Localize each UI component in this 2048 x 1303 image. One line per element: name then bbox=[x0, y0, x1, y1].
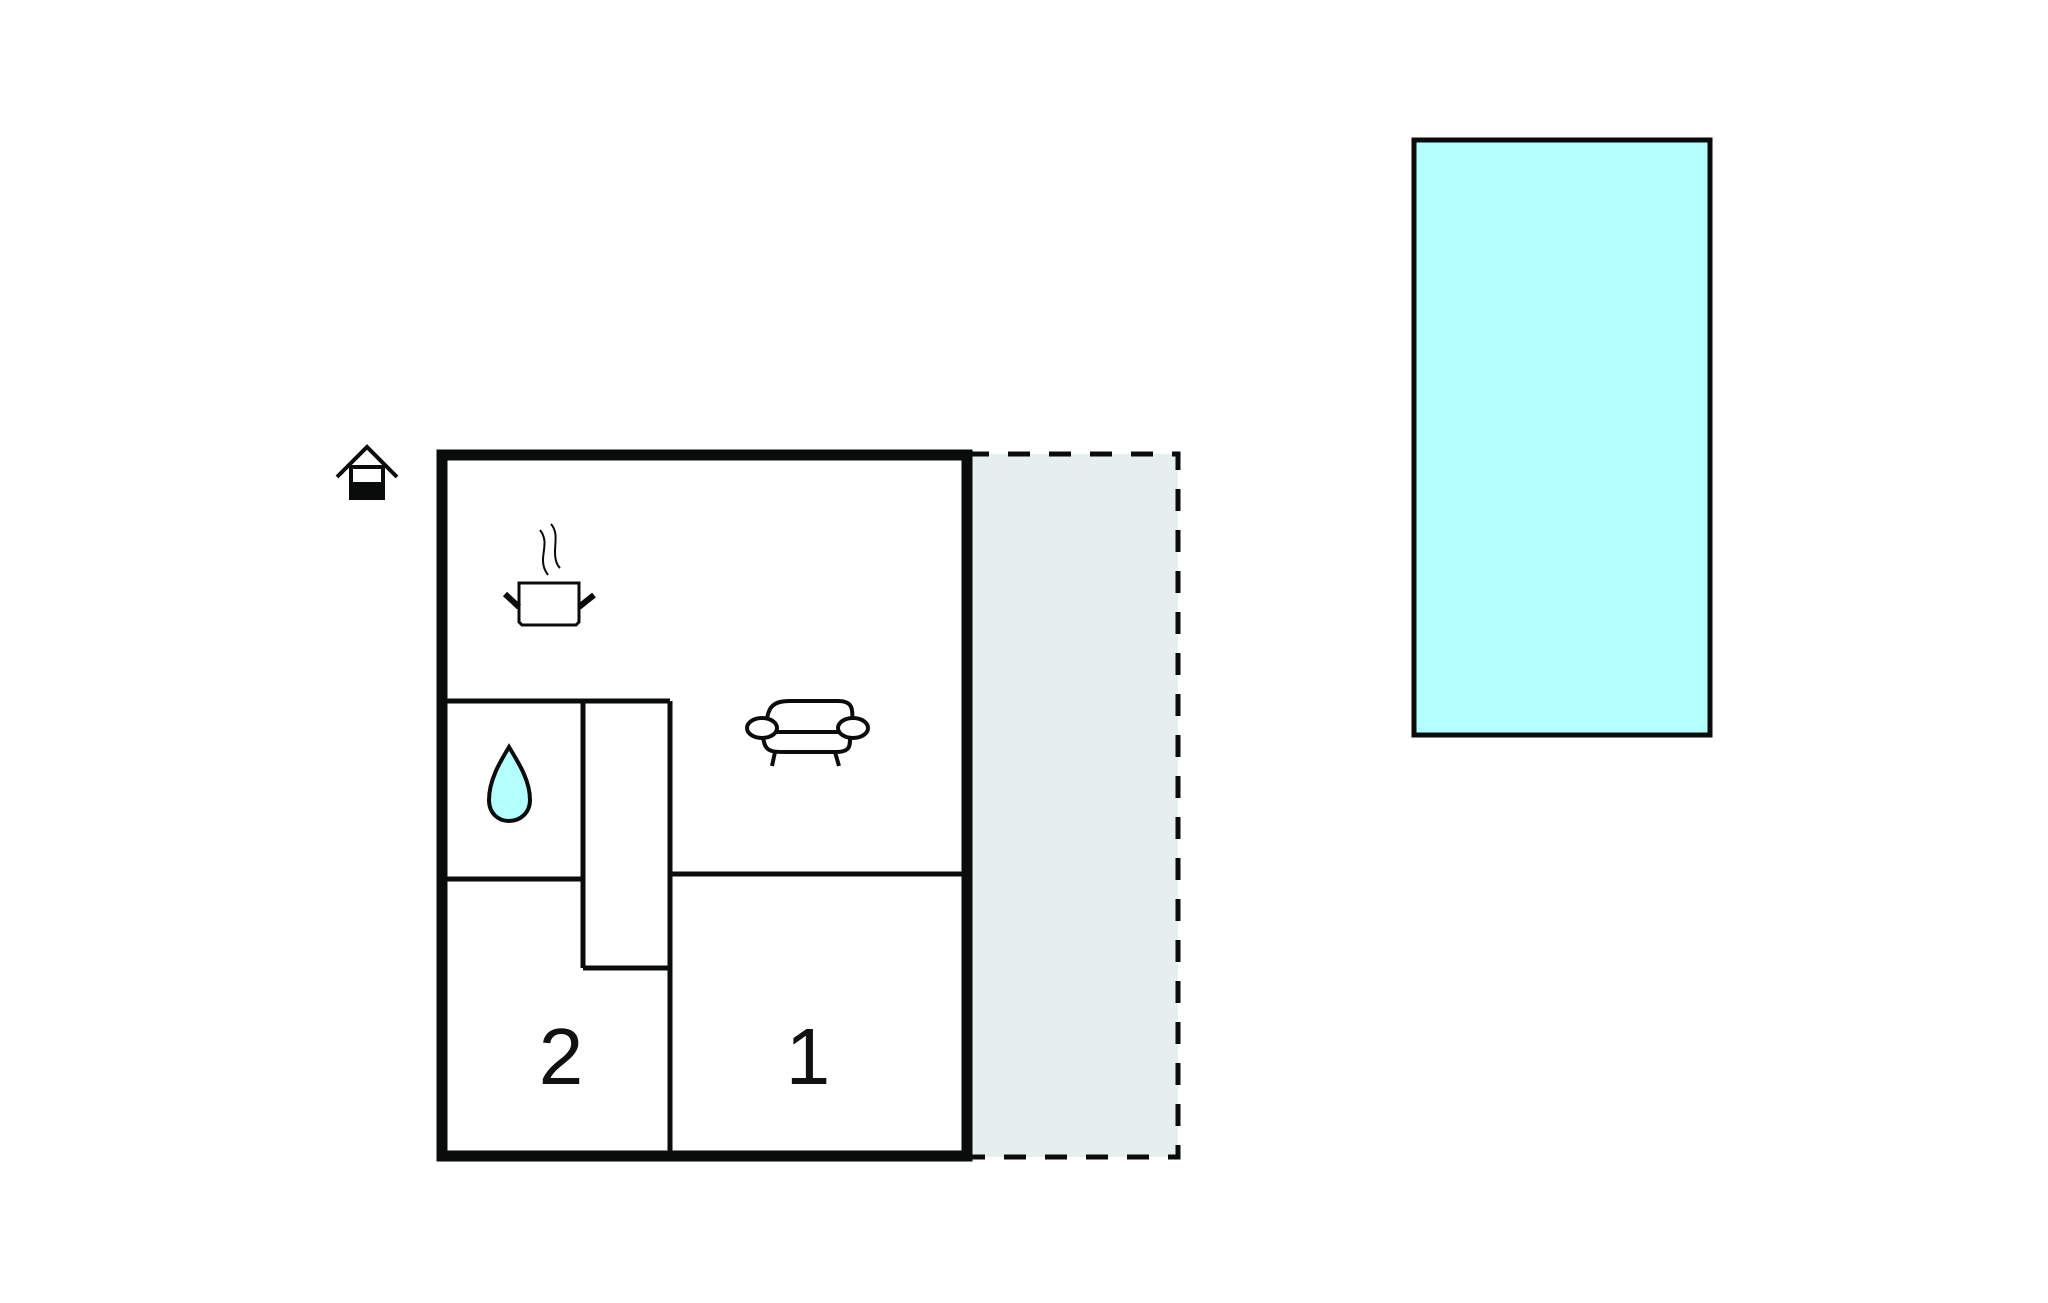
bedroom-2-label: 2 bbox=[539, 1012, 584, 1101]
cooking-pot-icon bbox=[502, 523, 596, 627]
interior-walls bbox=[447, 698, 962, 1151]
outer-walls bbox=[436, 449, 973, 1162]
bedroom-1-label: 1 bbox=[786, 1012, 831, 1101]
sofa-icon bbox=[745, 699, 870, 767]
terrace bbox=[967, 451, 1181, 1160]
water-drop-icon bbox=[486, 743, 533, 824]
swimming-pool bbox=[1411, 137, 1713, 738]
house-entrance-icon bbox=[335, 444, 399, 500]
